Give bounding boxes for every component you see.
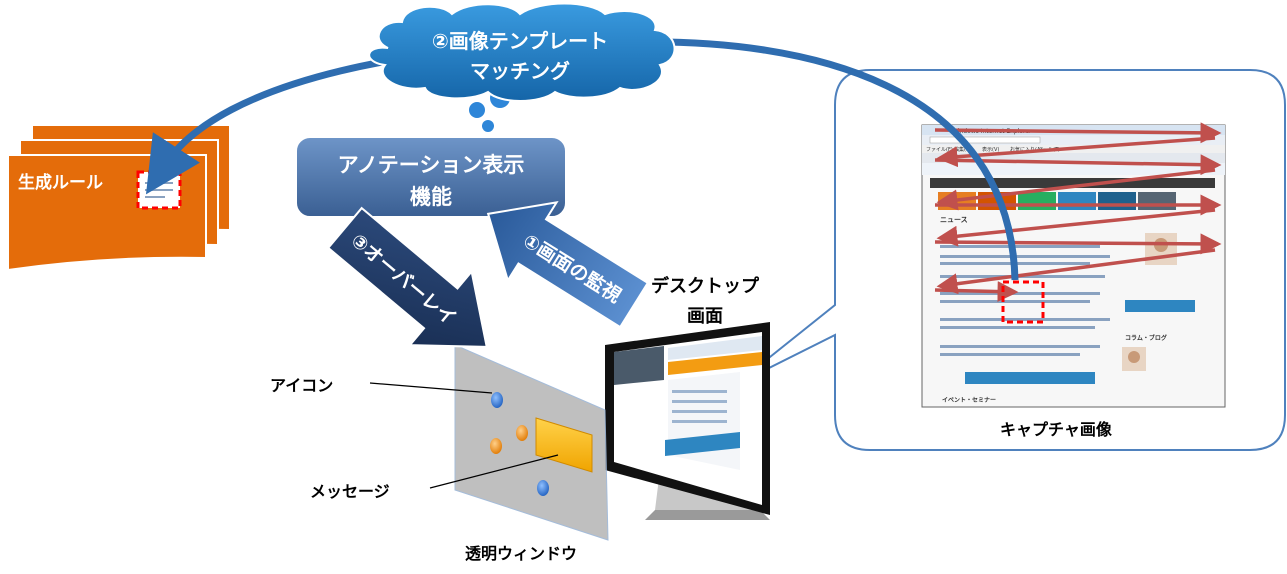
message-label: メッセージ bbox=[310, 482, 390, 501]
cloud-label-line1: ②画像テンプレート bbox=[432, 29, 608, 53]
matching-cloud bbox=[368, 2, 676, 132]
capture-section-column: コラム・ブログ bbox=[1125, 334, 1167, 342]
window-message-balloon[interactable] bbox=[535, 417, 593, 473]
capture-image-label: キャプチャ画像 bbox=[1000, 420, 1112, 439]
window-icon-dot-1[interactable] bbox=[491, 392, 503, 408]
transparent-window-label: 透明ウィンドウ bbox=[465, 544, 578, 563]
generation-rules-stack bbox=[7, 124, 231, 272]
desktop-label-line1: デスクトップ bbox=[651, 275, 760, 297]
annotation-display-box bbox=[295, 136, 567, 218]
window-icon-dot-4[interactable] bbox=[537, 480, 549, 496]
capture-menu-item: お気に入り(A) bbox=[1010, 146, 1042, 153]
icon-label: アイコン bbox=[270, 376, 334, 395]
transparent-window bbox=[454, 344, 609, 541]
window-icon-dot-2[interactable] bbox=[490, 438, 502, 454]
capture-target-region bbox=[1001, 280, 1045, 324]
capture-menu-item: 表示(V) bbox=[982, 146, 999, 153]
desktop-label-line2: 画面 bbox=[687, 306, 723, 327]
annotation-box-line2: 機能 bbox=[410, 185, 452, 209]
rules-label: 生成ルール bbox=[18, 172, 103, 193]
capture-menu-item: ファイル(F) bbox=[926, 147, 953, 153]
capture-section-events: イベント・セミナー bbox=[942, 397, 996, 404]
desktop-monitor bbox=[605, 322, 770, 520]
message-leader-line bbox=[429, 454, 559, 489]
monitor-arrow: ①画面の監視 bbox=[486, 201, 650, 329]
scan-arrows bbox=[934, 122, 1222, 303]
window-icon-dot-3[interactable] bbox=[516, 425, 528, 441]
annotation-box-line1: アノテーション表示 bbox=[338, 153, 525, 177]
capture-screenshot: Windows Internet Explorer ファイル(F)編集(E)表示… bbox=[921, 124, 1226, 408]
overlay-arrow: ③オーバーレイ bbox=[326, 206, 488, 348]
capture-section-news: ニュース bbox=[940, 216, 968, 224]
icon-leader-line bbox=[369, 382, 493, 394]
capture-menu-item: 編集(E) bbox=[954, 146, 971, 153]
cloud-label-line2: マッチング bbox=[470, 59, 570, 83]
